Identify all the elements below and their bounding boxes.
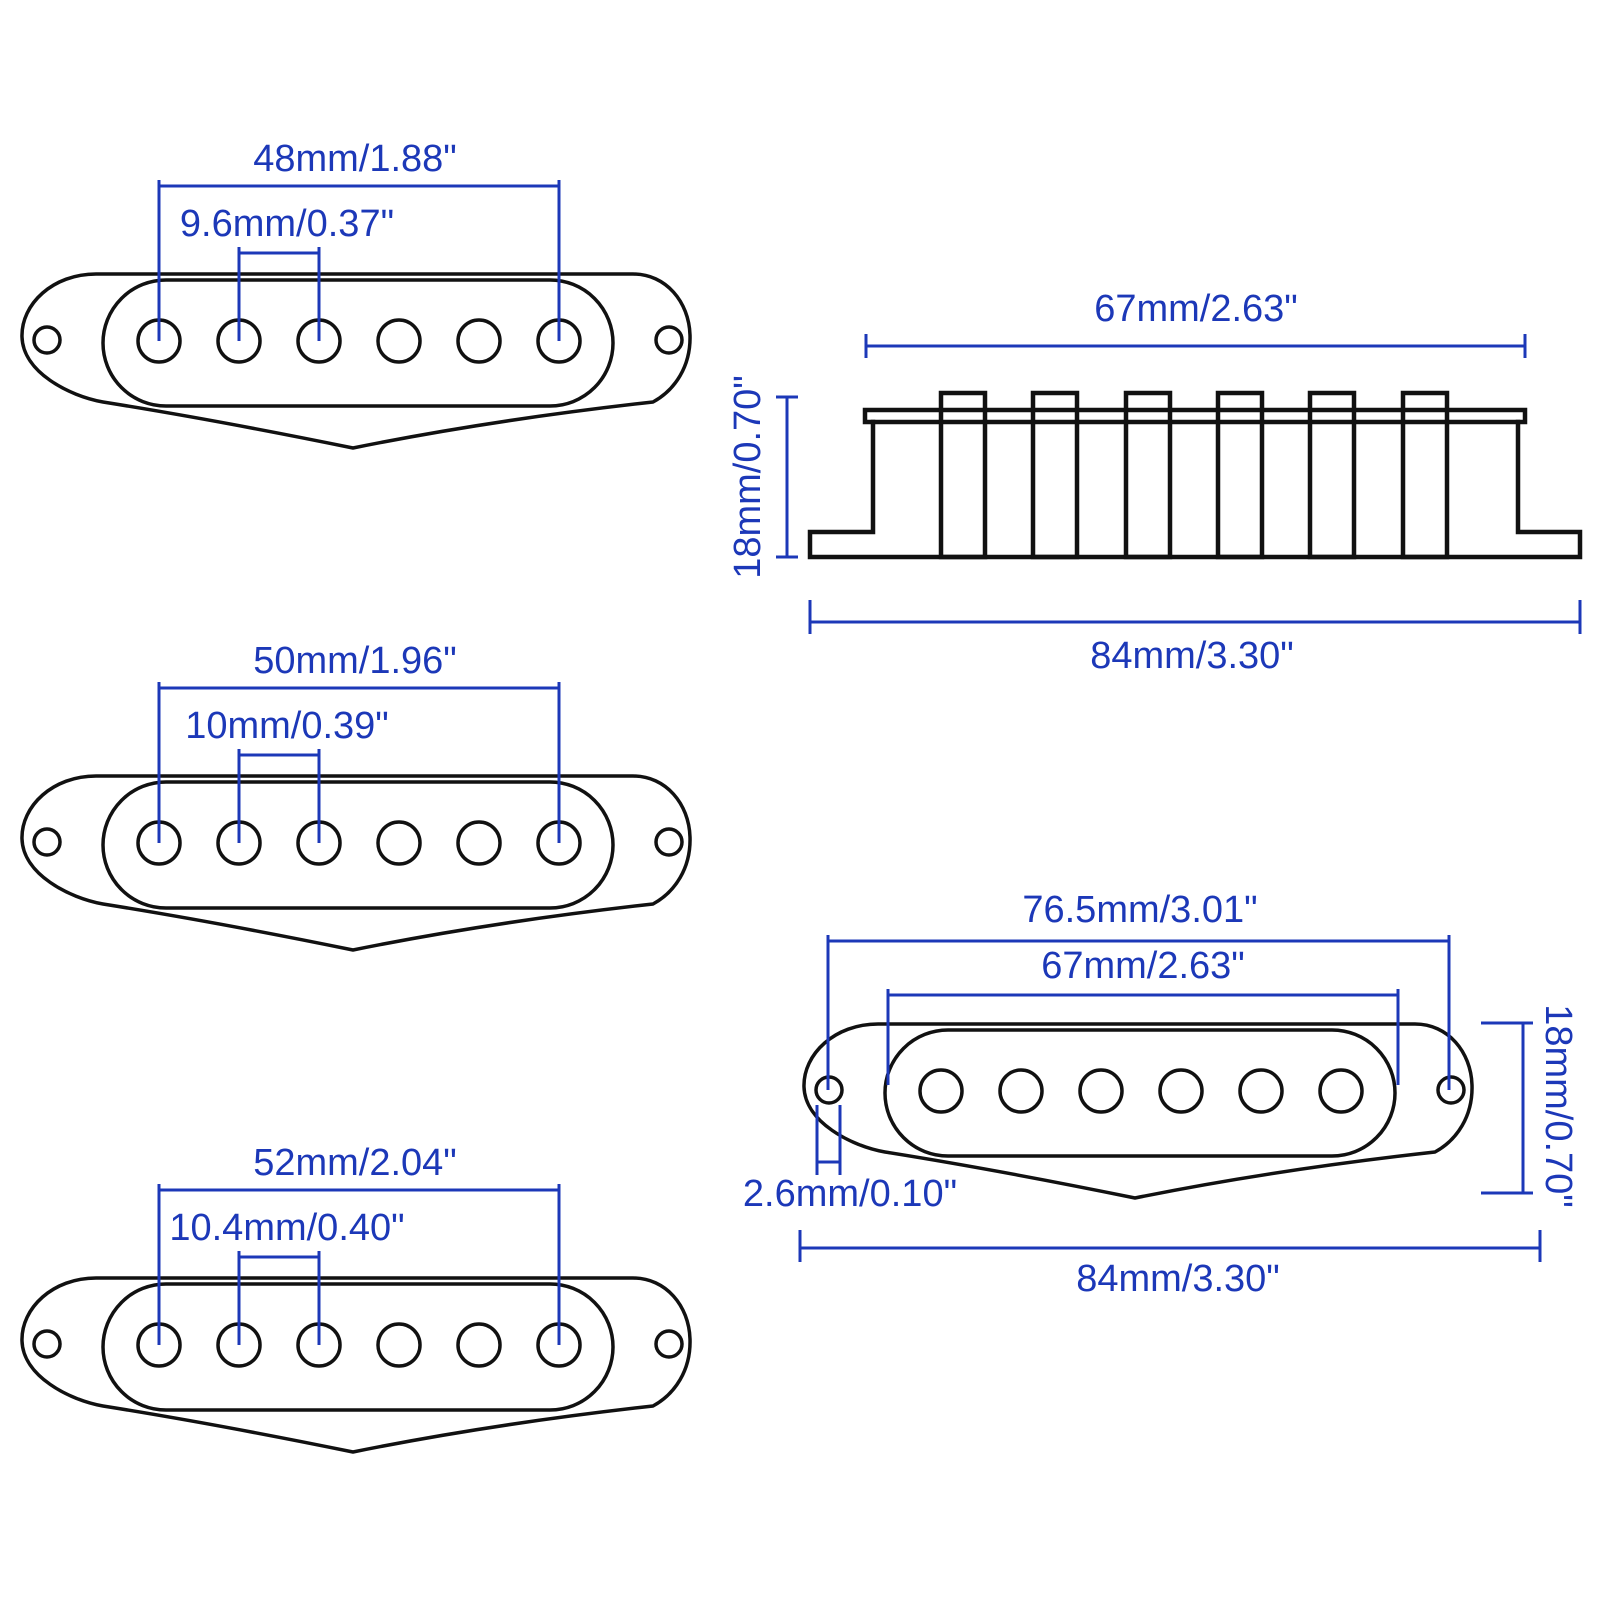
pickup-c-top-view: 52mm/2.04" 10.4mm/0.40" bbox=[20, 1142, 692, 1454]
pickup-d-height-label: 18mm/0.70" bbox=[1537, 1004, 1579, 1208]
side-view-height-dimension bbox=[776, 395, 798, 559]
pickup-a-spacing-label: 9.6mm/0.37" bbox=[180, 203, 394, 245]
pickup-a-span-dimension bbox=[157, 180, 561, 341]
pickup-d-drawing bbox=[802, 1022, 1474, 1200]
pickup-c-span-dimension bbox=[157, 1184, 561, 1345]
side-pole-4 bbox=[1215, 390, 1265, 560]
pickup-b-drawing bbox=[20, 774, 692, 952]
side-pole-2 bbox=[1030, 390, 1080, 560]
pickup-b-top-view: 50mm/1.96" 10mm/0.39" bbox=[20, 640, 692, 952]
pickup-a-drawing bbox=[20, 272, 692, 450]
pickup-d-screw-hole-label: 2.6mm/0.10" bbox=[743, 1173, 957, 1215]
pickup-b-spacing-label: 10mm/0.39" bbox=[185, 705, 389, 747]
pickup-d-screw-span-label: 76.5mm/3.01" bbox=[1022, 889, 1257, 931]
side-pole-3 bbox=[1123, 390, 1173, 560]
pickup-a-spacing-dimension bbox=[237, 247, 321, 341]
side-view-total-width-dimension bbox=[808, 600, 1582, 634]
pickup-d-screw-span-dimension bbox=[826, 935, 1451, 1090]
side-view-top-plate bbox=[862, 407, 1528, 425]
pickup-d-total-width-dimension bbox=[798, 1230, 1542, 1262]
pickup-c-spacing-label: 10.4mm/0.40" bbox=[169, 1207, 404, 1249]
pickup-d-body-width-label: 67mm/2.63" bbox=[1041, 945, 1245, 987]
pickup-b-spacing-dimension bbox=[237, 749, 321, 843]
pickup-d-top-view: 76.5mm/3.01" 67mm/2.63" 2.6mm/0.10" 18mm… bbox=[743, 889, 1579, 1300]
side-pole-5 bbox=[1307, 390, 1357, 560]
pickup-c-drawing bbox=[20, 1276, 692, 1454]
side-view-top-width-label: 67mm/2.63" bbox=[1094, 288, 1298, 330]
pickup-c-spacing-dimension bbox=[237, 1251, 321, 1345]
pickup-a-top-view: 48mm/1.88" 9.6mm/0.37" bbox=[20, 138, 692, 450]
side-view-height-label: 18mm/0.70" bbox=[727, 375, 769, 579]
pickup-b-span-dimension bbox=[157, 682, 561, 843]
side-view-body-outline bbox=[807, 419, 1583, 560]
pickup-d-body-width-dimension bbox=[886, 989, 1400, 1085]
pickup-d-total-width-label: 84mm/3.30" bbox=[1076, 1258, 1280, 1300]
pickup-a-span-label: 48mm/1.88" bbox=[253, 138, 457, 180]
pickup-side-view: 67mm/2.63" 18mm/0.70" 84mm/3.30" bbox=[727, 288, 1583, 677]
side-pole-6 bbox=[1400, 390, 1450, 560]
pickup-b-span-label: 50mm/1.96" bbox=[253, 640, 457, 682]
pickup-d-screw-hole-dimension bbox=[815, 1105, 842, 1175]
side-view-pole-pieces bbox=[938, 390, 1450, 560]
side-pole-1 bbox=[938, 390, 988, 560]
pickup-d-height-dimension bbox=[1481, 1021, 1533, 1195]
pickup-c-span-label: 52mm/2.04" bbox=[253, 1142, 457, 1184]
side-view-total-width-label: 84mm/3.30" bbox=[1090, 635, 1294, 677]
side-view-top-width-dimension bbox=[864, 334, 1527, 358]
